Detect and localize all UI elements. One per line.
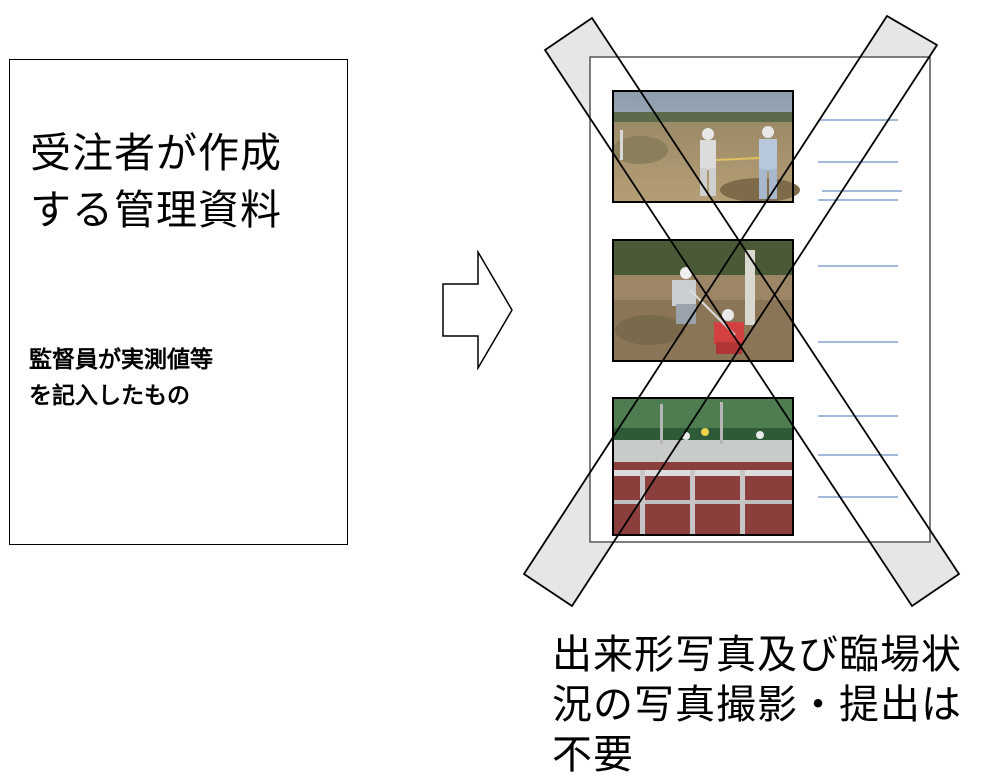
note-line-1: 監督員が実測値等 [29, 347, 213, 373]
note-line-2: を記入したもの [29, 383, 190, 409]
management-document-title: 受注者が作成 する管理資料 [30, 125, 330, 239]
photo-not-required-caption: 出来形写真及び臨場状 況の写真撮影・提出は 不要 [552, 630, 1002, 780]
caption-line-2: 況の写真撮影・提出は [552, 682, 962, 728]
management-document-note: 監督員が実測値等 を記入したもの [29, 342, 329, 414]
caption-line-3: 不要 [552, 732, 634, 778]
title-line-2: する管理資料 [30, 186, 282, 234]
site-photo-2 [613, 240, 793, 361]
document-text-lines [818, 119, 902, 498]
management-document-box [9, 59, 348, 545]
caption-line-1: 出来形写真及び臨場状 [552, 632, 962, 678]
title-line-1: 受注者が作成 [30, 129, 282, 177]
right-arrow-icon [442, 250, 513, 370]
site-photo-3 [613, 398, 793, 535]
photo-document-illustration [522, 14, 961, 608]
site-photo-1 [612, 91, 800, 202]
cross-out-icon [522, 14, 961, 608]
